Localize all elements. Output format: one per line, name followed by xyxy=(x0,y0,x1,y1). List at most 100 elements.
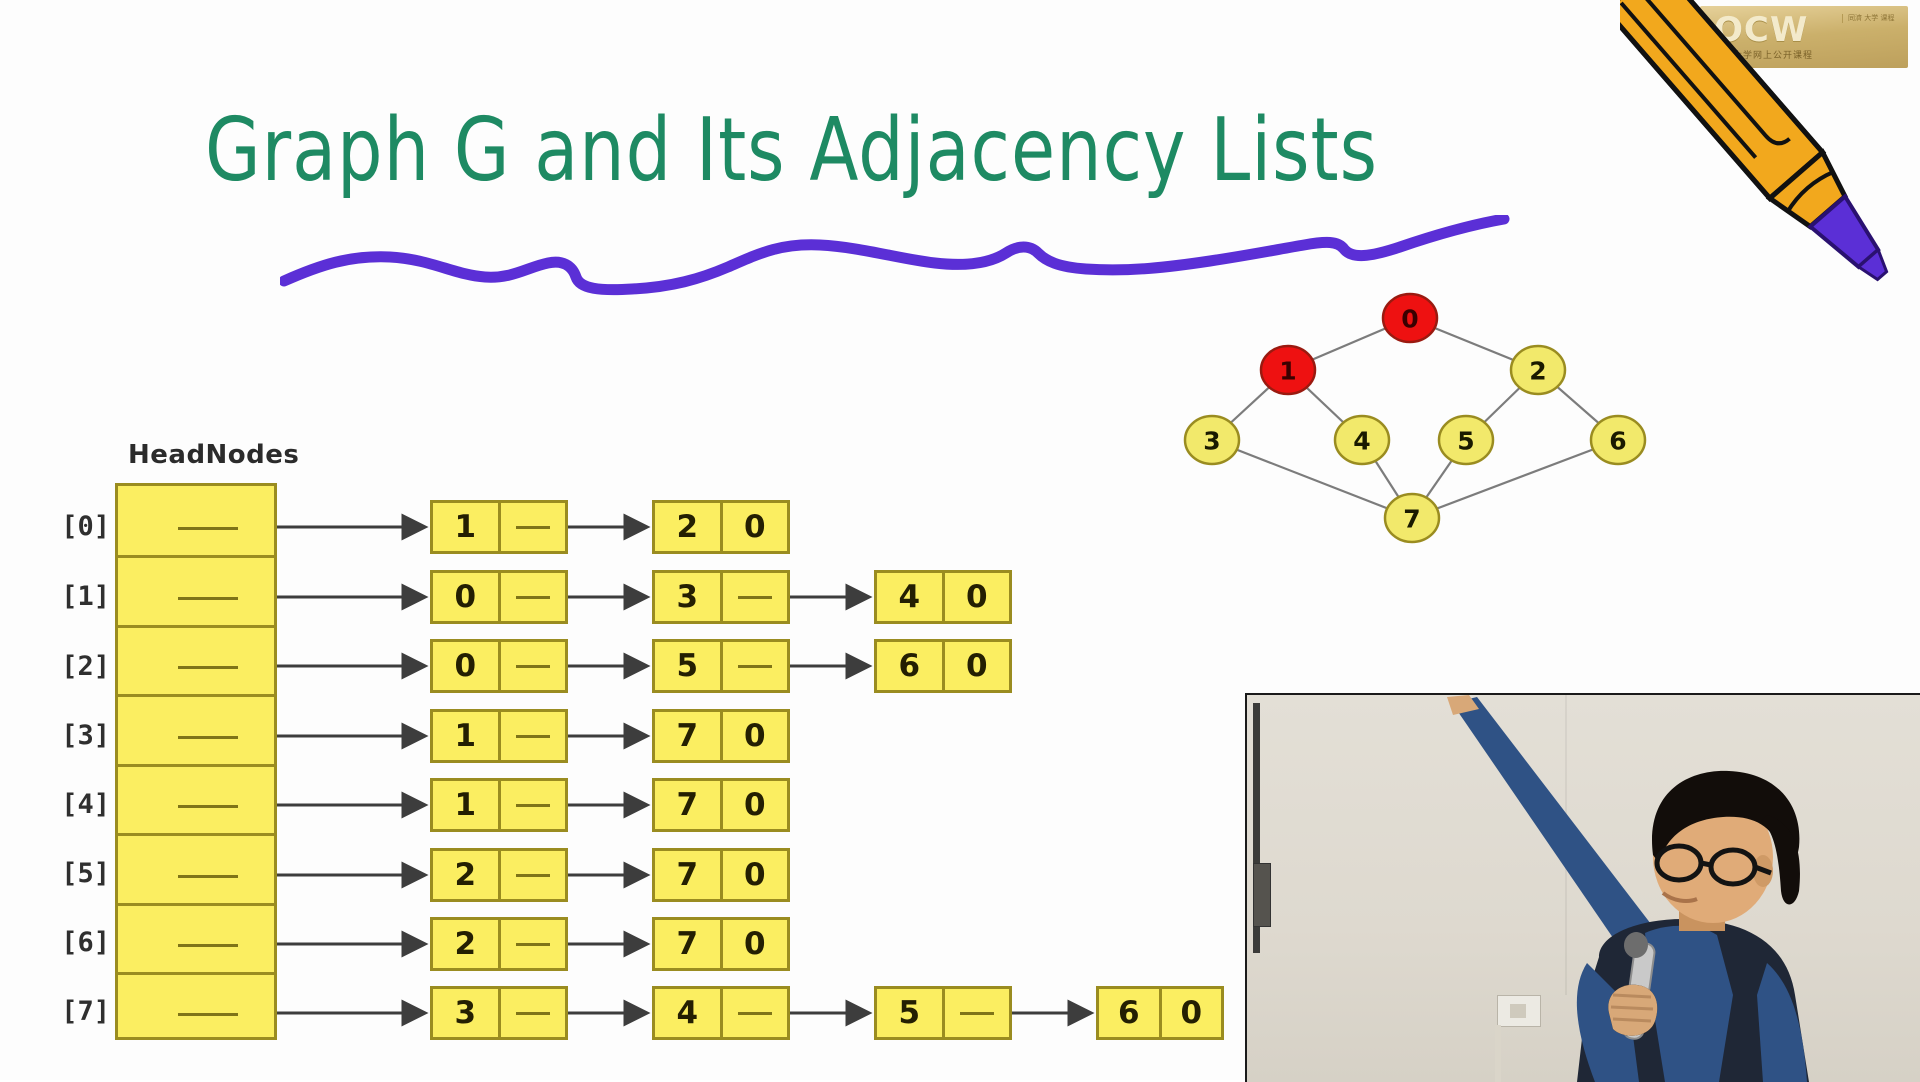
headnode-pointer-7 xyxy=(178,1013,238,1016)
headnode-pointer-1 xyxy=(178,597,238,600)
list-node-null: 0 xyxy=(719,851,788,899)
list-node-value: 5 xyxy=(898,995,921,1031)
list-node-null: 0 xyxy=(941,573,1010,621)
adjacency-list-diagram: HeadNodes [0] [1] [2] [3] [4] [5] [6] [7… xyxy=(61,440,1224,1040)
list-node-pointer xyxy=(497,573,566,621)
ocw-logo-subtitle: 同濟大学网上公开课程 xyxy=(1713,51,1814,61)
list-node-value: 4 xyxy=(898,579,921,615)
graph-node-4: 4 xyxy=(1333,414,1391,466)
list-node-pointer xyxy=(497,642,566,690)
list-node-value: 2 xyxy=(454,926,477,962)
list-node-pointer xyxy=(719,573,788,621)
headnode-pointer-6 xyxy=(178,944,238,947)
list-node-null: 0 xyxy=(1158,989,1222,1037)
list-node-value: 3 xyxy=(454,995,477,1031)
list-node-value: 2 xyxy=(676,509,699,545)
list-node[interactable]: 6 0 xyxy=(874,639,1012,693)
list-node-pointer xyxy=(719,642,788,690)
index-label-3: [3] xyxy=(61,720,110,751)
list-node-value: 7 xyxy=(676,926,699,962)
index-label-0: [0] xyxy=(61,511,110,542)
list-node[interactable]: 5 xyxy=(874,986,1012,1040)
list-node-value: 4 xyxy=(676,995,699,1031)
list-node[interactable]: 0 xyxy=(430,639,568,693)
list-node-value: 6 xyxy=(898,648,921,684)
video-wall-switch xyxy=(1497,995,1541,1027)
graph-node-3: 3 xyxy=(1183,414,1241,466)
lecturer-video-inset[interactable] xyxy=(1245,693,1920,1082)
graph-node-1: 1 xyxy=(1259,344,1317,396)
graph-node-2: 2 xyxy=(1509,344,1567,396)
list-node[interactable]: 1 xyxy=(430,709,568,763)
list-node-pointer xyxy=(497,503,566,551)
graph-node-7: 7 xyxy=(1383,492,1441,544)
ocw-logo: OCW 同濟大学网上公开课程 同濟 大学 课程 xyxy=(1700,6,1908,68)
video-lecturer xyxy=(1447,695,1809,1082)
list-node-pointer xyxy=(497,920,566,968)
list-node[interactable]: 7 0 xyxy=(652,917,790,971)
video-whiteboard-edge xyxy=(1253,703,1260,953)
list-node-pointer xyxy=(719,989,788,1037)
video-whiteboard-clip xyxy=(1253,863,1271,927)
headnodes-label: HeadNodes xyxy=(128,440,300,470)
list-node[interactable]: 4 xyxy=(652,986,790,1040)
list-node-value: 3 xyxy=(676,579,699,615)
list-node[interactable]: 2 0 xyxy=(652,500,790,554)
list-node[interactable]: 6 0 xyxy=(1096,986,1224,1040)
list-node[interactable]: 5 xyxy=(652,639,790,693)
index-label-7: [7] xyxy=(61,996,110,1027)
list-node-value: 0 xyxy=(454,648,477,684)
index-label-4: [4] xyxy=(61,789,110,820)
list-node[interactable]: 1 xyxy=(430,778,568,832)
list-node-value: 7 xyxy=(676,857,699,893)
list-node-pointer xyxy=(497,989,566,1037)
headnode-pointer-2 xyxy=(178,666,238,669)
list-node-value: 7 xyxy=(676,718,699,754)
index-label-1: [1] xyxy=(61,581,110,612)
headnode-pointer-5 xyxy=(178,875,238,878)
list-node[interactable]: 3 xyxy=(652,570,790,624)
list-node-pointer xyxy=(497,712,566,760)
headnode-pointer-4 xyxy=(178,805,238,808)
headnodes-array xyxy=(115,483,277,1040)
svg-text:4: 4 xyxy=(1353,427,1370,456)
graph-node-5: 5 xyxy=(1437,414,1495,466)
video-wall-conduit xyxy=(1495,1025,1501,1082)
index-label-2: [2] xyxy=(61,651,110,682)
list-node-pointer xyxy=(941,989,1010,1037)
index-label-6: [6] xyxy=(61,927,110,958)
list-node-null: 0 xyxy=(941,642,1010,690)
list-node-pointer xyxy=(497,781,566,829)
list-node[interactable]: 2 xyxy=(430,917,568,971)
list-node-value: 0 xyxy=(454,579,477,615)
list-node-value: 1 xyxy=(454,718,477,754)
list-node[interactable]: 3 xyxy=(430,986,568,1040)
list-node-null: 0 xyxy=(719,781,788,829)
list-node[interactable]: 7 0 xyxy=(652,709,790,763)
page-title: Graph G and Its Adjacency Lists xyxy=(205,100,1378,202)
list-node-null: 0 xyxy=(719,503,788,551)
headnode-pointer-3 xyxy=(178,736,238,739)
list-node[interactable]: 7 0 xyxy=(652,778,790,832)
graph-g-figure: 0 1 2 3 4 5 6 xyxy=(1140,270,1700,570)
list-node[interactable]: 1 xyxy=(430,500,568,554)
list-node[interactable]: 0 xyxy=(430,570,568,624)
list-node-null: 0 xyxy=(719,920,788,968)
graph-node-0: 0 xyxy=(1381,292,1439,344)
svg-text:0: 0 xyxy=(1401,305,1418,334)
highlighter-marker-icon xyxy=(1620,0,1889,282)
list-node-value: 1 xyxy=(454,509,477,545)
list-node[interactable]: 4 0 xyxy=(874,570,1012,624)
list-node[interactable]: 2 xyxy=(430,848,568,902)
list-node-null: 0 xyxy=(719,712,788,760)
svg-text:6: 6 xyxy=(1609,427,1626,456)
index-label-5: [5] xyxy=(61,858,110,889)
headnode-pointer-0 xyxy=(178,527,238,530)
list-node-value: 2 xyxy=(454,857,477,893)
list-node[interactable]: 7 0 xyxy=(652,848,790,902)
list-node-pointer xyxy=(497,851,566,899)
svg-text:5: 5 xyxy=(1457,427,1474,456)
list-node-value: 6 xyxy=(1117,995,1140,1031)
svg-text:2: 2 xyxy=(1529,357,1546,386)
